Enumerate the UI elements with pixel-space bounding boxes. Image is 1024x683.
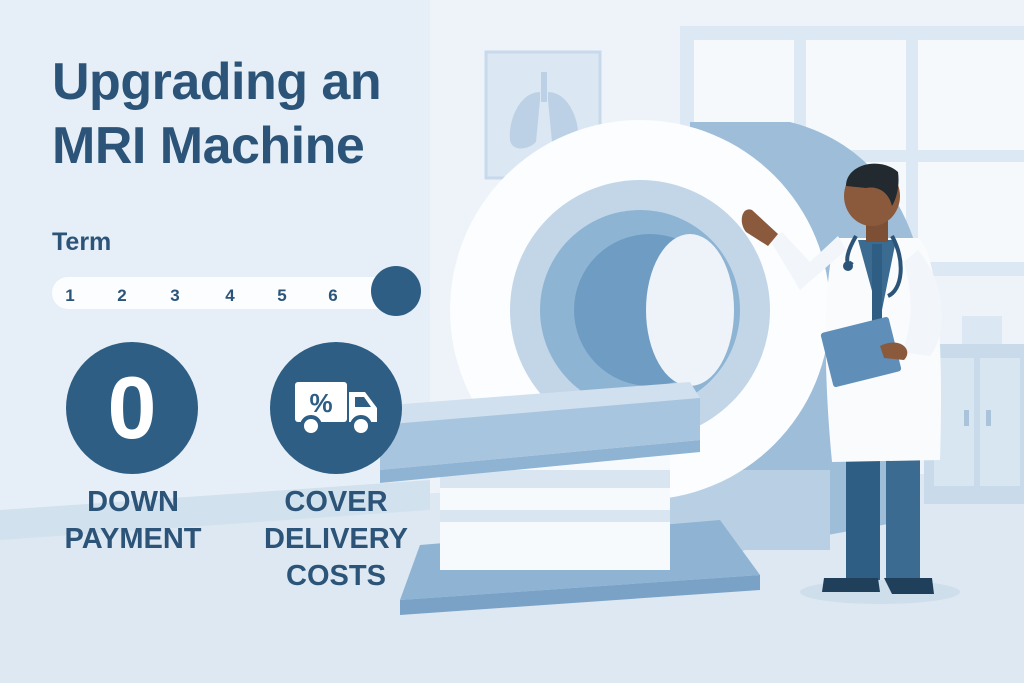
term-slider-knob[interactable]: [371, 266, 421, 316]
term-option-4[interactable]: 4: [225, 286, 235, 305]
percent-truck-icon: %: [295, 382, 377, 437]
down-payment-badge: 0: [66, 342, 198, 474]
floor-edge: [0, 480, 430, 540]
term-option-3[interactable]: 3: [170, 286, 180, 305]
term-slider-track[interactable]: [52, 277, 402, 309]
delivery-caption: COVER DELIVERY COSTS: [264, 486, 408, 592]
doctor-figure: [741, 163, 960, 604]
term-option-5[interactable]: 5: [277, 286, 287, 305]
delivery-badge: %: [270, 342, 402, 474]
headline: Upgrading an MRI Machine: [52, 53, 382, 175]
patient-table: [380, 382, 760, 615]
term-option-2[interactable]: 2: [117, 286, 127, 305]
down-payment-caption: DOWN PAYMENT: [64, 486, 202, 555]
term-option-1[interactable]: 1: [65, 286, 75, 305]
term-label: Term: [52, 228, 112, 256]
svg-text:%: %: [309, 388, 332, 418]
term-option-6[interactable]: 6: [328, 286, 338, 305]
down-payment-value: 0: [107, 358, 157, 457]
